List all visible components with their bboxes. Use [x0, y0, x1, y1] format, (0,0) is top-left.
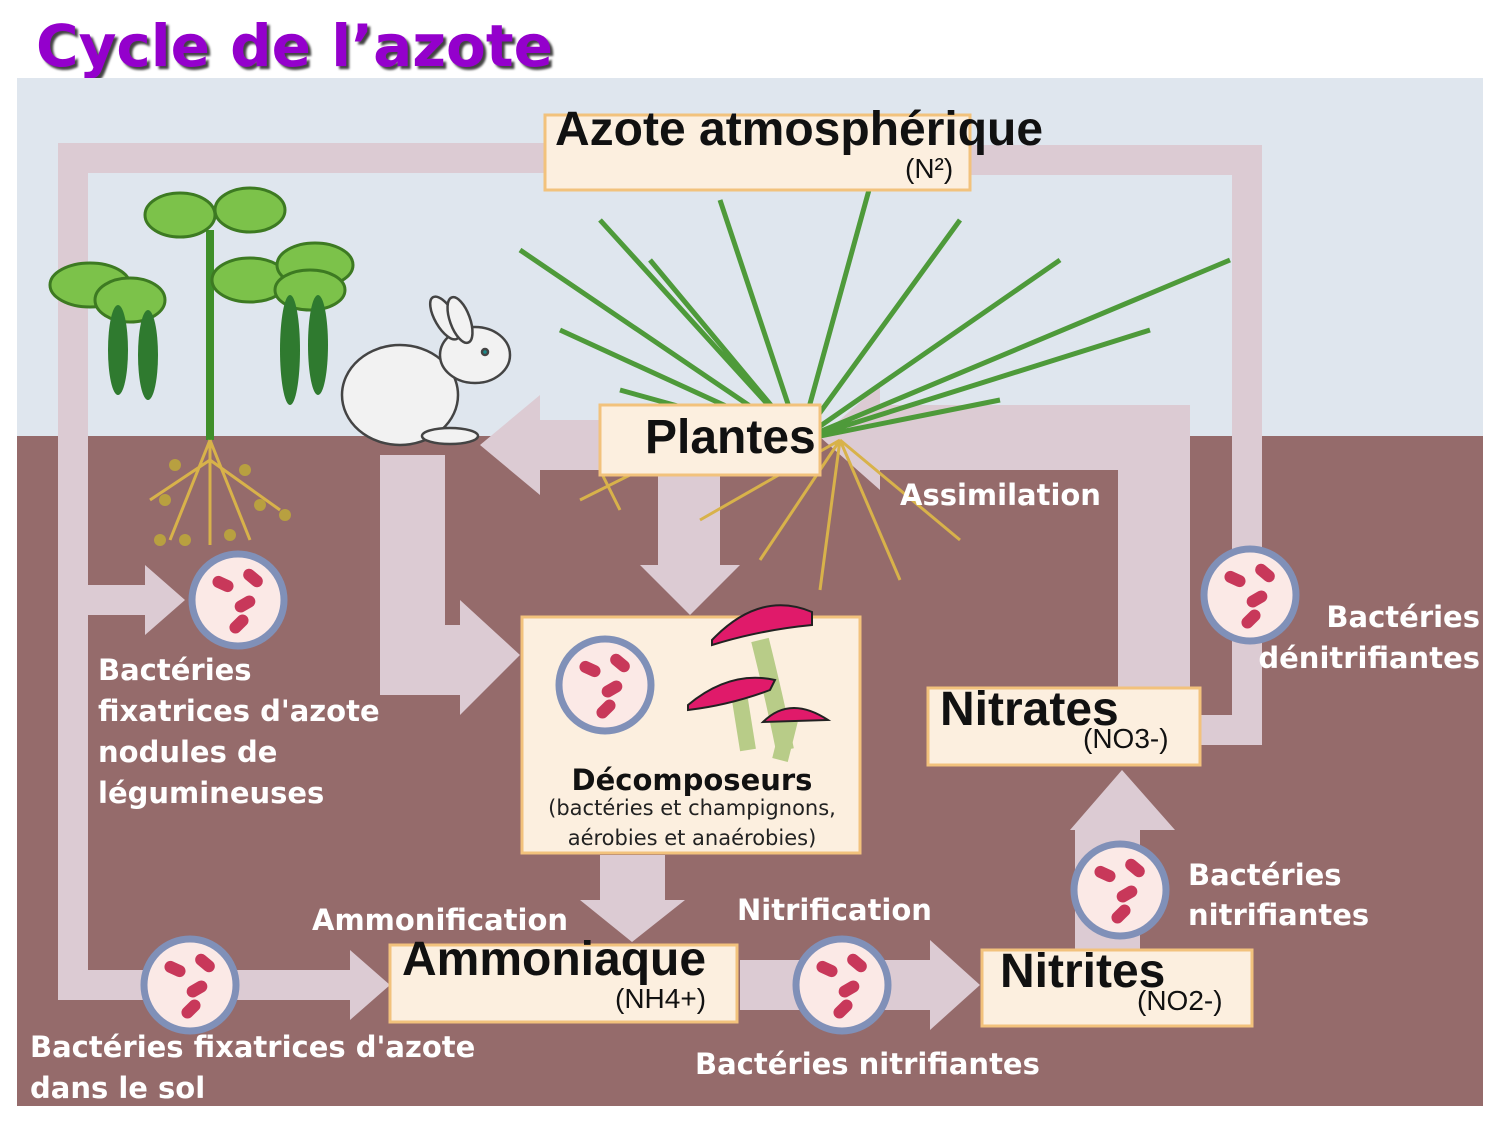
- nitrates-title: Nitrates: [940, 683, 1119, 736]
- animals-to-decomposers-arrow: [380, 455, 520, 715]
- label-fixatrices-nodules-2: fixatrices d'azote: [98, 694, 380, 728]
- ammonification-arrow: [580, 855, 685, 942]
- nitrates-formula: (NO3-): [1083, 723, 1169, 754]
- box-plantes: Plantes: [598, 403, 822, 477]
- bacteria-icon: [192, 554, 284, 646]
- decomposeurs-line2: aérobies et anaérobies): [568, 826, 817, 850]
- assimilation-arrow: [820, 385, 1190, 690]
- azote-formula: (N²): [905, 153, 953, 184]
- ammoniaque-title: Ammoniaque: [402, 933, 706, 986]
- plants-to-animals-arrow: [480, 395, 600, 495]
- decomposeurs-line1: (bactéries et champignons,: [548, 796, 836, 820]
- label-fixatrices-nodules-3: nodules de: [98, 735, 277, 769]
- box-ammoniaque: Ammoniaque (NH4+): [388, 933, 739, 1024]
- box-nitrites: Nitrites (NO2-): [980, 945, 1254, 1028]
- azote-title: Azote atmosphérique: [555, 103, 1043, 156]
- label-assimilation: Assimilation: [900, 478, 1101, 512]
- label-nitrifiantes-bottom: Bactéries nitrifiantes: [695, 1047, 1040, 1081]
- label-fixatrices-nodules-1: Bactéries: [98, 653, 252, 687]
- box-azote-atmospherique: Azote atmosphérique (N²): [543, 103, 1043, 192]
- label-nitrifiantes-right-1: Bactéries: [1188, 858, 1342, 892]
- box-decomposeurs: Décomposeurs (bactéries et champignons, …: [520, 604, 862, 855]
- rabbit-illustration: [340, 295, 512, 447]
- nodule-branch-arrow: [88, 565, 185, 635]
- nitrites-title: Nitrites: [1000, 945, 1165, 998]
- label-ammonification: Ammonification: [312, 903, 568, 937]
- label-denitrifiantes-2: dénitrifiantes: [1258, 641, 1480, 675]
- page-title: Cycle de l’azote: [36, 12, 553, 80]
- label-fixatrices-nodules-4: légumineuses: [98, 776, 324, 810]
- box-nitrates: Nitrates (NO3-): [926, 683, 1202, 767]
- label-nitrifiantes-right-2: nitrifiantes: [1188, 898, 1369, 932]
- bacteria-icon: [144, 939, 236, 1031]
- bacteria-icon: [1204, 549, 1296, 641]
- arrows: [58, 143, 1262, 1030]
- nitrites-formula: (NO2-): [1137, 985, 1223, 1016]
- label-denitrifiantes-1: Bactéries: [1326, 600, 1480, 634]
- mushroom-illustration: [687, 604, 832, 762]
- label-fixatrices-sol-1: Bactéries fixatrices d'azote: [30, 1030, 475, 1064]
- label-nitrification: Nitrification: [737, 893, 932, 927]
- denitrification-arrow: [970, 145, 1262, 745]
- bacteria-icon: [1074, 844, 1166, 936]
- ammoniaque-formula: (NH4+): [615, 983, 706, 1014]
- bacteria-icon: [796, 939, 888, 1031]
- plantes-title: Plantes: [645, 411, 816, 464]
- legume-plant-illustration: [48, 186, 355, 546]
- decomposeurs-title: Décomposeurs: [572, 763, 813, 797]
- label-fixatrices-sol-2: dans le sol: [30, 1071, 205, 1105]
